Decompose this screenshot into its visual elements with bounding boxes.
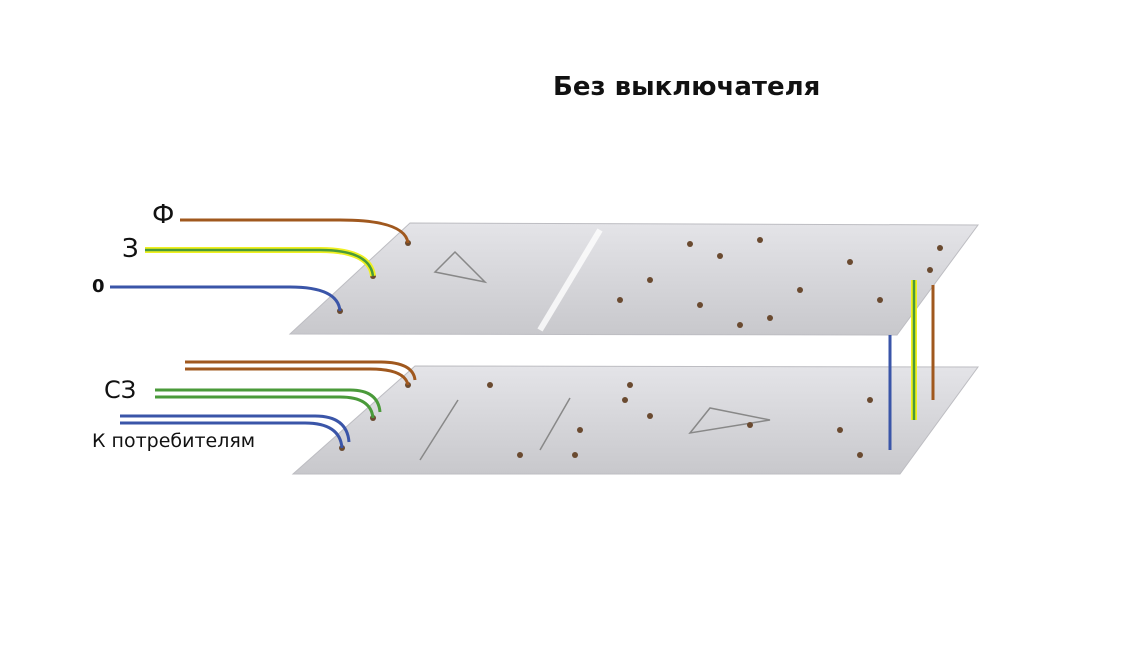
phase-label: Ф [152, 200, 175, 230]
consumer-neutral-wire [120, 421, 344, 449]
consumer-phase-wire [185, 360, 417, 381]
consumers-label: К потребителям [92, 430, 256, 452]
ground-label: З [122, 234, 139, 264]
phase-wire [180, 218, 410, 244]
neutral-label: 0 [92, 276, 105, 297]
sz-label: СЗ [104, 376, 137, 404]
bottom-board [291, 365, 979, 475]
consumer-neutral-wire [120, 414, 351, 443]
consumer-phase-wire [185, 367, 410, 386]
ground-wire [145, 247, 376, 277]
consumer-sz-wire [155, 388, 382, 413]
diagram-title: Без выключателя [553, 72, 821, 102]
top-board [288, 222, 979, 336]
consumer-sz-wire [155, 395, 375, 419]
neutral-wire [110, 285, 342, 312]
